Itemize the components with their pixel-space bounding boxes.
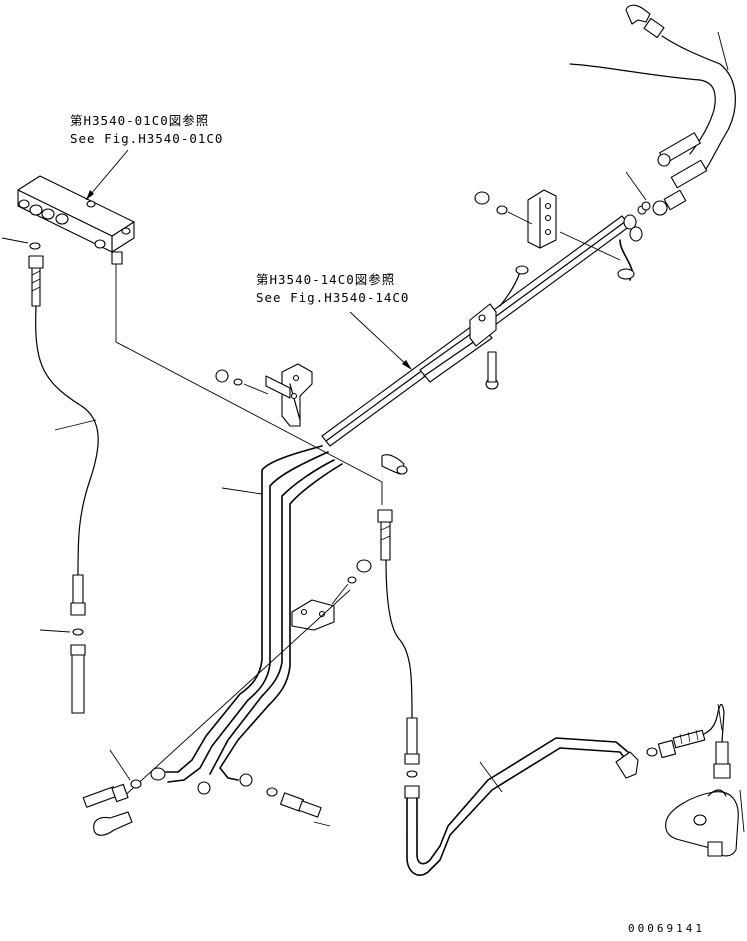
elbow-fitting-mid xyxy=(381,454,408,475)
lower-clamp xyxy=(291,559,372,631)
upper-bracket xyxy=(474,189,621,261)
middle-bracket xyxy=(215,363,313,427)
reference-2-en: See Fig.H3540-14C0 xyxy=(256,290,410,305)
valve-block xyxy=(17,175,135,265)
drawing-code: 00069141 xyxy=(628,922,705,935)
reference-2-jp: 第H3540-14C0図参照 xyxy=(256,272,396,287)
right-hose xyxy=(646,703,745,857)
descending-tubes xyxy=(150,445,343,795)
lower-left-fittings xyxy=(82,749,331,836)
reference-1-en: See Fig.H3540-01C0 xyxy=(70,131,224,146)
left-hose xyxy=(1,237,99,714)
reference-1-jp: 第H3540-01C0図参照 xyxy=(70,113,210,128)
top-right-hose xyxy=(569,4,736,216)
center-hose xyxy=(377,509,639,876)
bolt-fitting xyxy=(485,265,529,390)
tube-bundle xyxy=(321,205,647,447)
